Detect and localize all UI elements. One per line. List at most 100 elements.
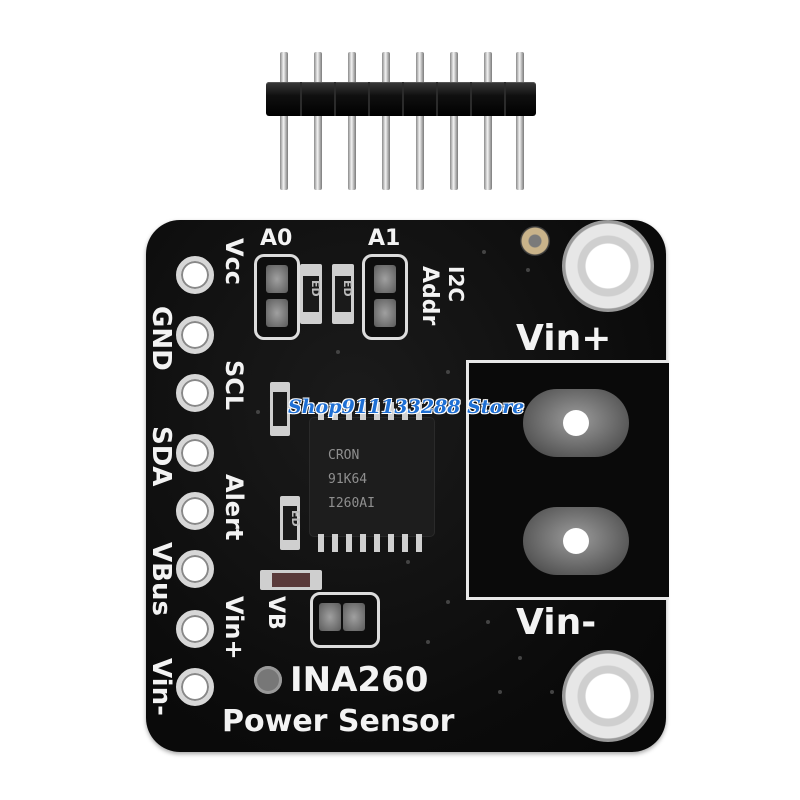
smd-led xyxy=(260,570,322,590)
chip-marking-line-2: 91K64 xyxy=(328,472,368,487)
via xyxy=(336,350,340,354)
pin-divider xyxy=(334,82,336,116)
fiducial-marker xyxy=(254,666,282,694)
label-vin-minus: Vin- xyxy=(146,658,176,716)
terminal-block xyxy=(466,360,669,600)
pad-hole-scl[interactable] xyxy=(176,374,214,412)
terminal-hole xyxy=(563,528,589,554)
jumper-pad xyxy=(266,299,288,327)
product-subtitle: Power Sensor xyxy=(222,704,455,739)
header-plastic-block xyxy=(266,82,536,116)
capacitor-body xyxy=(273,392,287,426)
pin-divider xyxy=(368,82,370,116)
via xyxy=(446,600,450,604)
label-a1: A1 xyxy=(368,226,401,251)
terminal-slot-plus[interactable] xyxy=(523,389,629,457)
chip-leg xyxy=(416,402,422,420)
smd-capacitor xyxy=(270,382,290,436)
ina260-chip: CRON 91K64 I260AI xyxy=(310,418,434,536)
resistor-body xyxy=(283,506,297,540)
chip-leg xyxy=(388,402,394,420)
jumper-pad xyxy=(343,603,365,631)
header-pin-7 xyxy=(484,52,492,190)
chip-leg xyxy=(388,534,394,552)
terminal-slot-minus[interactable] xyxy=(523,507,629,575)
smd-resistor xyxy=(332,264,354,324)
pad-hole-vcc[interactable] xyxy=(176,256,214,294)
pin-divider xyxy=(504,82,506,116)
header-pin-4 xyxy=(382,52,390,190)
chip-leg xyxy=(346,402,352,420)
terminal-label-minus: Vin- xyxy=(516,602,597,643)
test-pad xyxy=(520,226,550,256)
chip-leg xyxy=(360,534,366,552)
led-body xyxy=(272,573,310,587)
mounting-hole-top xyxy=(562,220,654,312)
chip-marking-line-3: I260AI xyxy=(328,496,375,511)
chip-leg xyxy=(332,534,338,552)
terminal-hole xyxy=(563,410,589,436)
jumper-pad xyxy=(374,265,396,293)
label-addr: Addr xyxy=(417,266,442,326)
chip-leg xyxy=(374,402,380,420)
chip-leg xyxy=(318,534,324,552)
chip-leg xyxy=(402,402,408,420)
jumper-pad xyxy=(374,299,396,327)
via xyxy=(482,250,486,254)
product-name: INA260 xyxy=(290,660,429,700)
header-pin-5 xyxy=(416,52,424,190)
label-vbus: VBus xyxy=(146,542,176,616)
pin-divider xyxy=(402,82,404,116)
resistor-code: ED xyxy=(341,280,354,297)
chip-leg xyxy=(318,402,324,420)
chip-leg xyxy=(332,402,338,420)
store-watermark: Shop911133288 Store xyxy=(288,396,525,418)
via xyxy=(426,640,430,644)
chip-leg xyxy=(416,534,422,552)
label-gnd: GND xyxy=(146,306,176,371)
label-sda: SDA xyxy=(146,426,176,487)
via xyxy=(550,690,554,694)
chip-leg xyxy=(346,534,352,552)
pad-hole-alert[interactable] xyxy=(176,492,214,530)
resistor-code: ED xyxy=(309,280,322,297)
chip-marking-line-1: CRON xyxy=(328,448,360,463)
jumper-a0[interactable] xyxy=(254,254,300,340)
resistor-body xyxy=(335,276,351,312)
via xyxy=(446,370,450,374)
via xyxy=(498,690,502,694)
smd-resistor xyxy=(280,496,300,550)
resistor-code: ED xyxy=(289,510,302,527)
resistor-body xyxy=(303,276,319,312)
label-a0: A0 xyxy=(260,226,293,251)
pad-hole-vbus[interactable] xyxy=(176,550,214,588)
pad-hole-gnd[interactable] xyxy=(176,316,214,354)
jumper-pad xyxy=(266,265,288,293)
label-alert: Alert xyxy=(220,474,248,541)
jumper-vb[interactable] xyxy=(310,592,380,648)
pin-divider xyxy=(300,82,302,116)
header-pin-3 xyxy=(348,52,356,190)
chip-leg xyxy=(374,534,380,552)
smd-resistor xyxy=(300,264,322,324)
jumper-a1[interactable] xyxy=(362,254,408,340)
chip-leg xyxy=(360,402,366,420)
mounting-hole-bottom xyxy=(562,650,654,742)
header-pin-8 xyxy=(516,52,524,190)
pad-hole-vin-minus[interactable] xyxy=(176,668,214,706)
label-vin-plus: Vin+ xyxy=(220,596,248,660)
pin-divider xyxy=(470,82,472,116)
chip-leg xyxy=(402,534,408,552)
jumper-pad xyxy=(319,603,341,631)
pin-divider xyxy=(436,82,438,116)
pad-hole-vin-plus[interactable] xyxy=(176,610,214,648)
label-scl: SCL xyxy=(220,360,248,411)
via xyxy=(406,560,410,564)
via xyxy=(518,656,522,660)
via xyxy=(526,268,530,272)
via xyxy=(486,620,490,624)
label-vcc: Vcc xyxy=(220,238,248,286)
header-pin-strip xyxy=(0,0,800,200)
terminal-label-plus: Vin+ xyxy=(516,318,612,359)
pad-hole-sda[interactable] xyxy=(176,434,214,472)
